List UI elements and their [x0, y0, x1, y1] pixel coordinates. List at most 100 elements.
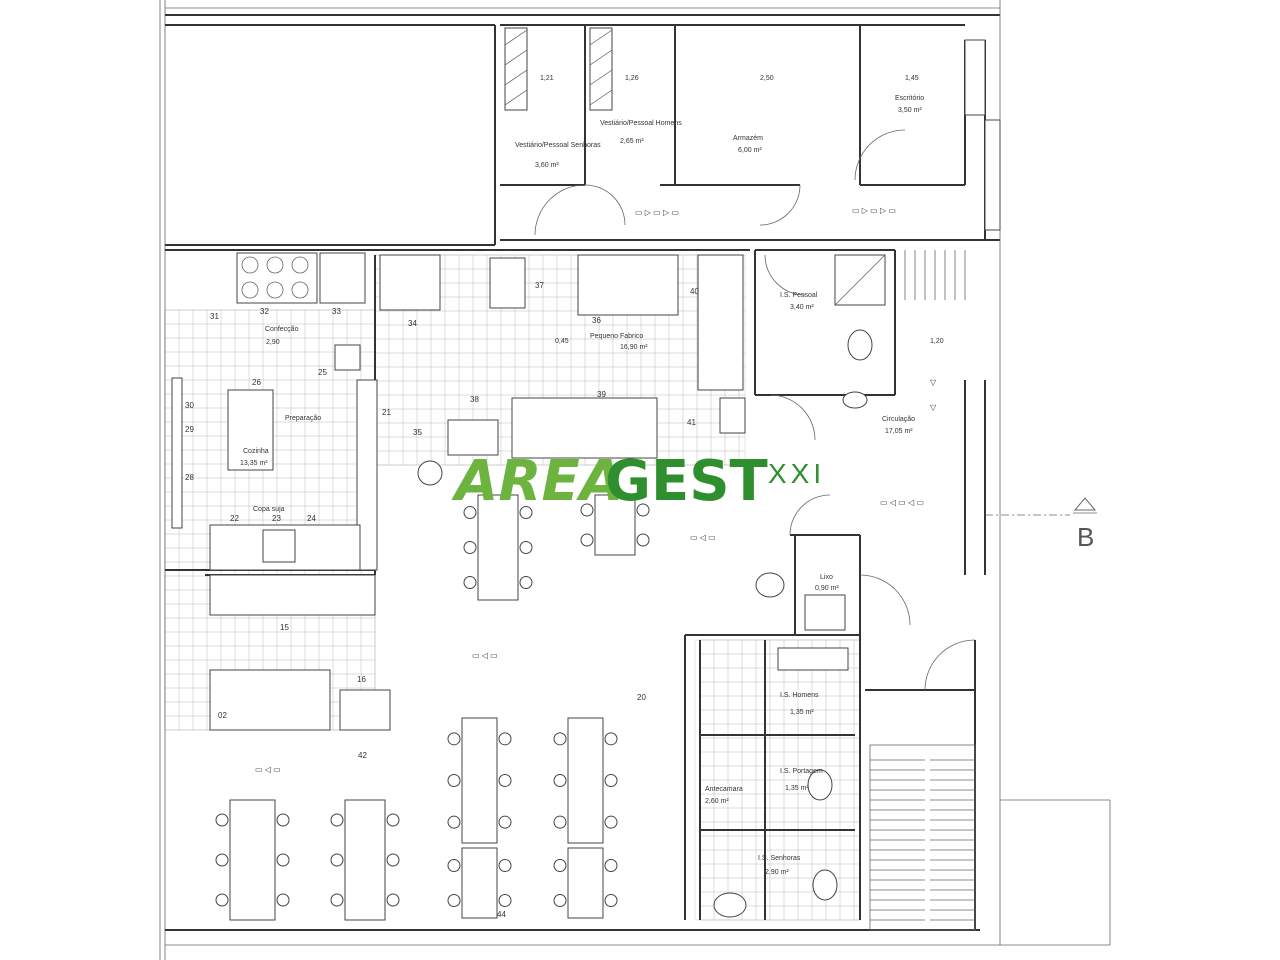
- chair: [604, 894, 618, 907]
- areagest-logo: AREA GEST XXI: [451, 449, 825, 514]
- table: [344, 799, 386, 921]
- chair: [463, 506, 477, 519]
- svg-text:▭ ◁ ▭: ▭ ◁ ▭: [472, 651, 498, 660]
- dimension-4: 1,45: [905, 75, 919, 82]
- section-marker-label: B: [1077, 522, 1094, 552]
- kitchen-equipment: [171, 252, 886, 731]
- label-is-pessoal: I.S. Pessoal: [780, 292, 818, 299]
- chair: [447, 894, 461, 907]
- label-antecamara: Antecamara: [705, 786, 743, 793]
- chair: [604, 774, 618, 787]
- area-circulacao: 17,05 m²: [885, 428, 913, 435]
- chair: [276, 813, 290, 827]
- toilets: [713, 329, 873, 918]
- label-preparacao: Preparação: [285, 415, 321, 422]
- chair: [553, 732, 567, 746]
- table: [229, 799, 276, 921]
- equipment-number: 33: [332, 307, 341, 316]
- logo-xxi-text: XXI: [768, 458, 825, 489]
- chair: [215, 813, 229, 827]
- area-armazem: 6,00 m²: [738, 147, 762, 154]
- dimension-7: 0,45: [555, 338, 569, 345]
- table: [594, 494, 636, 556]
- equipment-number: 32: [260, 307, 269, 316]
- equipment-number: 29: [185, 425, 194, 434]
- svg-text:▭ ◁ ▭ ◁ ▭: ▭ ◁ ▭ ◁ ▭: [880, 498, 924, 507]
- equipment-number: 39: [597, 390, 606, 399]
- label-pequeno-fabrico: Pequeno Fabrico: [590, 333, 643, 340]
- equipment-number: 28: [185, 473, 194, 482]
- staircase: [869, 250, 976, 931]
- dimension-6: 1,20: [930, 338, 944, 345]
- dimension-labels: 1,21 1,26 2,50 1,45 2,90 1,20 0,45: [266, 75, 944, 346]
- equipment-number: 37: [535, 281, 544, 290]
- svg-text:▽: ▽: [930, 378, 937, 387]
- equipment-number: 24: [307, 514, 316, 523]
- area-vestiario-homens: 2,65 m²: [620, 138, 644, 145]
- label-vestiario-homens: Vestiário/Pessoal Homens: [600, 120, 682, 127]
- chair: [276, 853, 290, 867]
- doors: [534, 129, 976, 691]
- chair: [553, 774, 567, 787]
- area-is-pessoal: 3,40 m²: [790, 304, 814, 311]
- chair: [447, 732, 461, 746]
- chair: [447, 774, 461, 787]
- label-circulacao: Circulação: [882, 416, 915, 423]
- area-is-senhoras: 2,90 m²: [765, 869, 789, 876]
- room-labels: Vestiário/Pessoal Senhoras 3,60 m² Vesti…: [240, 95, 924, 876]
- chair: [604, 859, 618, 872]
- area-pequeno-fabrico: 16,90 m²: [620, 344, 648, 351]
- table: [567, 717, 604, 844]
- equipment-number: 02: [218, 711, 227, 720]
- svg-text:▭ ◁ ▭: ▭ ◁ ▭: [690, 533, 716, 542]
- area-cozinha: 13,35 m²: [240, 460, 268, 467]
- chair: [604, 732, 618, 746]
- svg-text:▭ ◁ ▭: ▭ ◁ ▭: [255, 765, 281, 774]
- table: [477, 494, 519, 601]
- label-lixo: Lixo: [820, 574, 833, 581]
- chair: [553, 859, 567, 872]
- chair: [636, 533, 650, 547]
- table: [461, 717, 498, 844]
- chair: [447, 815, 461, 829]
- chair: [447, 859, 461, 872]
- equipment-number: 40: [690, 287, 699, 296]
- chair: [386, 813, 400, 827]
- equipment-number: 15: [280, 623, 289, 632]
- equipment-number: 22: [230, 514, 239, 523]
- section-marker: B: [1073, 497, 1097, 552]
- chair: [498, 732, 512, 746]
- chair: [215, 853, 229, 867]
- equipment-number: 38: [470, 395, 479, 404]
- equipment-number: 41: [687, 418, 696, 427]
- equipment-number: 21: [382, 408, 391, 417]
- chair: [498, 894, 512, 907]
- chair: [330, 853, 344, 867]
- chair: [386, 893, 400, 907]
- equipment-number: 30: [185, 401, 194, 410]
- chair: [519, 576, 533, 589]
- equipment-number: 42: [358, 751, 367, 760]
- chair: [553, 894, 567, 907]
- equipment-number: 26: [252, 378, 261, 387]
- area-antecamara: 2,60 m²: [705, 798, 729, 805]
- label-vestiario-senhoras: Vestiário/Pessoal Senhoras: [515, 142, 601, 149]
- label-is-homens: I.S. Homens: [780, 692, 819, 699]
- chair: [330, 813, 344, 827]
- equipment-number: 23: [272, 514, 281, 523]
- equipment-number: 25: [318, 368, 327, 377]
- chair: [604, 815, 618, 829]
- chair: [580, 533, 594, 547]
- area-lixo: 0,90 m²: [815, 585, 839, 592]
- label-copa-suja: Copa suja: [253, 506, 285, 513]
- chair: [330, 893, 344, 907]
- chair: [553, 815, 567, 829]
- svg-text:▭ ▷ ▭ ▷ ▭: ▭ ▷ ▭ ▷ ▭: [635, 208, 679, 217]
- table: [461, 847, 498, 919]
- svg-text:▽: ▽: [930, 403, 937, 412]
- circulation-arrows: ▭ ▷ ▭ ▷ ▭ ▭ ▷ ▭ ▷ ▭ ▭ ◁ ▭ ◁ ▭ ▭ ◁ ▭ ▭ ◁ …: [255, 206, 937, 774]
- equipment-numbers: 31 32 33 34 35 36 37 38 39 40 41 42 26 2…: [185, 281, 699, 919]
- chair: [636, 503, 650, 517]
- dimension-1: 1,21: [540, 75, 554, 82]
- equipment-number: 20: [637, 693, 646, 702]
